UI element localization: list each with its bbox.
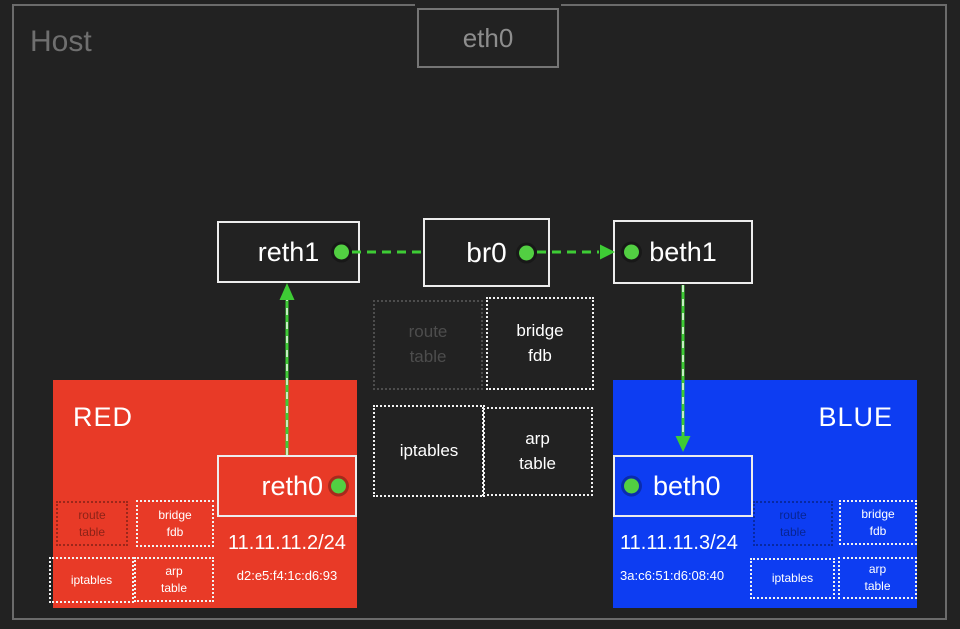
reth1-interface-box: reth1 — [217, 221, 360, 283]
red-iptables-box: iptables — [49, 557, 134, 603]
host-bridge-fdb-box: bridge fdb — [486, 297, 594, 390]
host-arp-table-box: arp table — [482, 407, 593, 496]
red-namespace-box: RED — [53, 380, 357, 608]
red-arp-table-box: arp table — [134, 557, 214, 602]
br0-label: br0 — [466, 236, 507, 268]
beth0-port-dot-icon — [624, 478, 639, 494]
host-label: Host — [30, 25, 92, 58]
reth1-port-dot-icon — [334, 244, 349, 260]
eth0-border-mask — [415, 0, 561, 10]
blue-namespace-box: BLUE — [613, 380, 917, 608]
blue-ip-address: 11.11.11.3/24 — [620, 532, 738, 554]
beth1-port-dot-icon — [624, 244, 639, 260]
reth0-interface-box: reth0 — [217, 455, 357, 517]
blue-route-table-box: route table — [753, 501, 833, 546]
reth1-label: reth1 — [257, 236, 320, 267]
beth1-label: beth1 — [649, 236, 717, 267]
eth0-interface-box: eth0 — [417, 8, 559, 68]
eth0-label: eth0 — [462, 22, 514, 53]
red-bridge-fdb-box: bridge fdb — [136, 500, 214, 547]
red-ip-address: 11.11.11.2/24 — [228, 532, 346, 554]
blue-mac-address: 3a:c6:51:d6:08:40 — [620, 568, 725, 583]
reth0-port-dot-icon — [331, 478, 346, 494]
blue-namespace-label: BLUE — [818, 402, 893, 432]
br0-port-dot-icon — [519, 245, 534, 260]
br0-bridge-box: br0 — [423, 218, 550, 287]
red-namespace-label: RED — [73, 402, 134, 432]
host-iptables-box: iptables — [373, 405, 485, 497]
reth0-label: reth0 — [261, 470, 323, 501]
red-mac-address: d2:e5:f4:1c:d6:93 — [236, 568, 338, 583]
host-route-table-box: route table — [373, 300, 483, 390]
beth0-label: beth0 — [653, 470, 721, 501]
blue-bridge-fdb-box: bridge fdb — [839, 500, 917, 545]
blue-iptables-box: iptables — [750, 558, 835, 599]
red-route-table-box: route table — [56, 501, 128, 546]
blue-arp-table-box: arp table — [838, 557, 917, 599]
beth0-interface-box: beth0 — [613, 455, 753, 517]
beth1-interface-box: beth1 — [613, 220, 753, 284]
